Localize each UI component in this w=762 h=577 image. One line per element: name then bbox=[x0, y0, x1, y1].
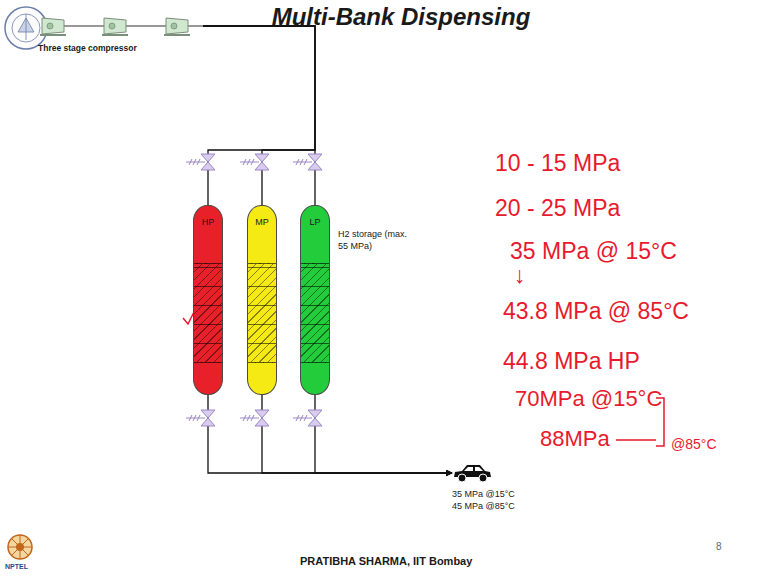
compressor-base bbox=[102, 34, 128, 36]
car-wheel bbox=[458, 474, 466, 482]
handwritten-note: 20 - 25 MPa bbox=[495, 195, 620, 221]
pipe-connector bbox=[203, 26, 315, 205]
handwritten-note: 43.8 MPa @ 85°C bbox=[503, 298, 689, 324]
storage-cylinder: MP bbox=[247, 205, 277, 395]
car-icon bbox=[452, 462, 492, 484]
pipe-connector bbox=[208, 395, 452, 473]
valve-symbol bbox=[293, 410, 322, 426]
slide-title: Multi-Bank Dispensing bbox=[20, 3, 762, 31]
handwritten-arrow: ↓ bbox=[514, 262, 526, 288]
pipe-connector bbox=[315, 395, 452, 473]
node-text: LP bbox=[301, 217, 329, 227]
valve-symbol bbox=[186, 410, 215, 426]
node-text: HP bbox=[194, 217, 222, 227]
storage-note: H2 storage (max. 55 MPa) bbox=[338, 228, 410, 252]
hatch-band bbox=[248, 263, 276, 363]
compressor-hub bbox=[47, 23, 53, 29]
author-footer: PRATIBHA SHARMA, IIT Bombay bbox=[300, 555, 472, 568]
compressor-base bbox=[164, 34, 190, 36]
pipe-connector bbox=[203, 26, 315, 205]
handwritten-note: 70MPa @15°C bbox=[515, 386, 662, 411]
hatch-band bbox=[301, 263, 329, 363]
valve-symbol bbox=[293, 154, 322, 170]
valve-symbol bbox=[186, 154, 215, 170]
page-number: 8 bbox=[716, 541, 722, 553]
compressor-symbol bbox=[104, 18, 126, 34]
handwritten-note: 44.8 MPa HP bbox=[503, 348, 640, 374]
logo-caption: NPTEL bbox=[5, 563, 28, 571]
car-window bbox=[464, 467, 483, 471]
compressor-symbol bbox=[166, 18, 188, 34]
valve-symbol bbox=[240, 154, 269, 170]
nptel-logo bbox=[8, 535, 32, 559]
hatch-band bbox=[194, 263, 222, 363]
compressor-hub bbox=[109, 23, 115, 29]
compressor-symbols bbox=[38, 14, 203, 38]
handwritten-note: 35 MPa @ 15°C bbox=[510, 238, 677, 264]
pipe-connector bbox=[203, 26, 315, 205]
node-text: 35 MPa @15°C bbox=[452, 488, 515, 500]
pipe-connector bbox=[262, 395, 452, 473]
compressor-symbol bbox=[42, 18, 64, 34]
compressor: Three stage compressor bbox=[38, 14, 203, 54]
car-wheel bbox=[479, 474, 487, 482]
node-text: Three stage compressor bbox=[38, 42, 203, 54]
compressor-base bbox=[40, 34, 66, 36]
vehicle: 35 MPa @15°C45 MPa @85°C bbox=[452, 462, 515, 512]
handwritten-note: 88MPa bbox=[540, 426, 610, 451]
handwritten-note: 10 - 15 MPa bbox=[495, 150, 620, 176]
storage-cylinder: HP bbox=[193, 205, 223, 395]
node-text: 45 MPa @85°C bbox=[452, 500, 515, 512]
valve-symbol bbox=[240, 410, 269, 426]
node-text: MP bbox=[248, 217, 276, 227]
handwritten-note: @85°C bbox=[671, 436, 717, 452]
compressor-hub bbox=[171, 23, 177, 29]
storage-cylinder: LP bbox=[300, 205, 330, 395]
iit-logo bbox=[5, 7, 47, 49]
